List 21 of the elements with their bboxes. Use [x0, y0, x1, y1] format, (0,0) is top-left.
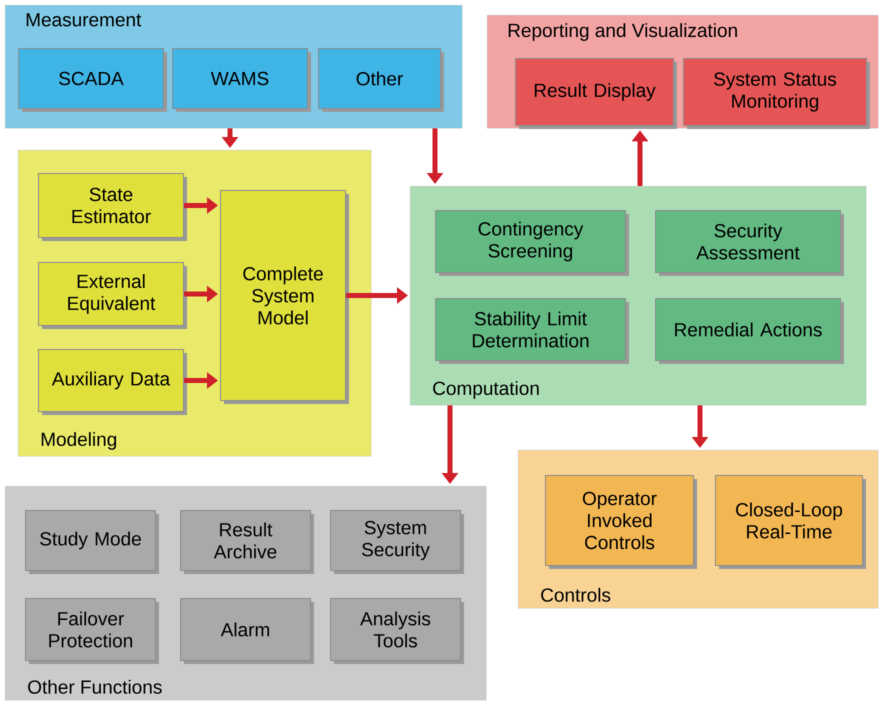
function-box: Result Display: [515, 58, 677, 129]
function-box: Remedial Actions: [655, 298, 844, 364]
function-box: System Status Monitoring: [683, 58, 870, 129]
function-box: Contingency Screening: [435, 210, 629, 276]
function-box: Alarm: [180, 598, 314, 664]
function-box: Complete System Model: [220, 190, 349, 404]
function-box: State Estimator: [38, 173, 187, 241]
function-box: WAMS: [172, 48, 311, 112]
function-box: Analysis Tools: [330, 598, 464, 664]
function-box: Operator Invoked Controls: [545, 475, 697, 569]
function-box: Stability Limit Determination: [435, 298, 629, 364]
function-box: Auxiliary Data: [38, 349, 187, 415]
function-box: Study Mode: [25, 510, 159, 574]
function-box: External Equivalent: [38, 262, 187, 329]
function-box: Result Archive: [180, 510, 314, 574]
function-box: Failover Protection: [25, 598, 159, 664]
function-box: Security Assessment: [655, 210, 844, 276]
function-box: Closed-Loop Real-Time: [715, 475, 866, 569]
function-box: System Security: [330, 510, 464, 574]
function-box: Other: [318, 48, 444, 112]
function-box: SCADA: [18, 48, 167, 112]
